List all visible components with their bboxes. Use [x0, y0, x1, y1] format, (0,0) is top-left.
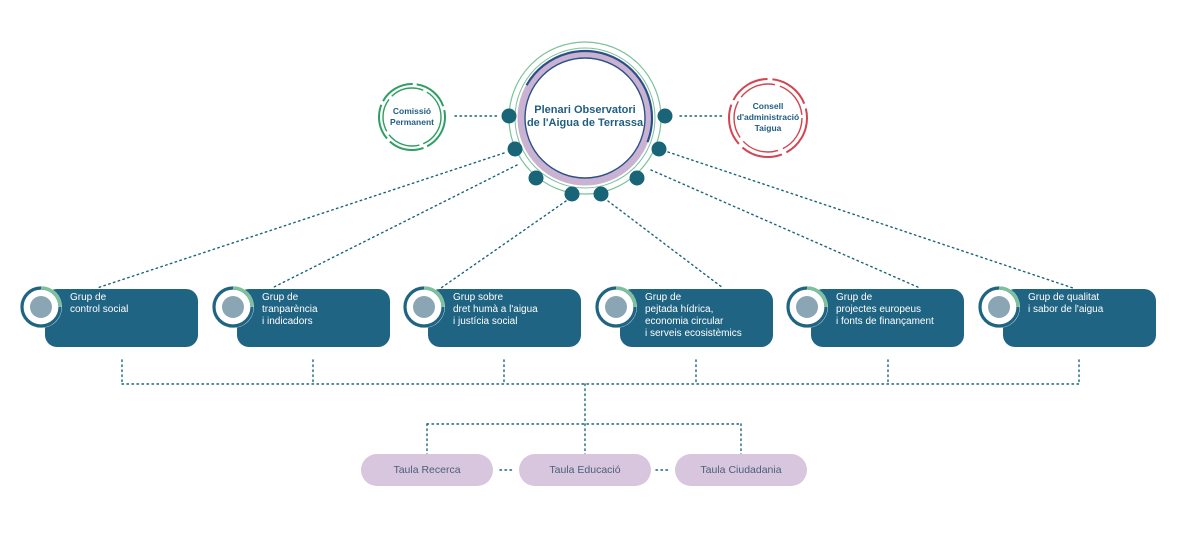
connector-group-6 [667, 151, 1074, 289]
left-node-line2: Permanent [390, 117, 434, 127]
right-node-line1: Consell [752, 101, 784, 111]
table-pill-label: Taula Recerca [393, 464, 461, 476]
group-card-line: tranparència [262, 304, 318, 315]
group-card-line: i indicadors [262, 316, 313, 327]
group-badge-icon [978, 286, 1020, 328]
right-node-rings [728, 78, 808, 158]
group-card-line: Grup de [645, 292, 682, 303]
group-badge-icon [20, 286, 62, 328]
center-node [501, 41, 673, 202]
connector-group-4 [607, 200, 724, 289]
left-node-line1: Comissió [392, 106, 432, 116]
right-node-label: Consell d'administració Taigua [722, 101, 814, 134]
left-node-label: Comissió Permanent [372, 106, 452, 128]
bottom-bracket [121, 359, 1080, 471]
center-title-line2: de l'Aigua de Terrassa [526, 117, 644, 129]
ring-dot [564, 186, 580, 202]
connector-group-2 [271, 164, 518, 289]
ring-dot [528, 170, 544, 186]
group-card-line: pejtada hídrica, [645, 304, 714, 315]
group-card-line: dret humà a l'aigua [453, 304, 538, 315]
table-pill-educacio[interactable]: Taula Educació [519, 454, 651, 486]
group-card-line: Grup sobre [453, 292, 504, 303]
group-card-line: Grup de qualitat [1028, 292, 1100, 303]
center-node-title: Plenari Observatori de l'Aigua de Terras… [520, 104, 650, 130]
ring-dot [657, 108, 673, 124]
group-connectors [96, 115, 1074, 289]
table-pill-recerca[interactable]: Taula Recerca [361, 454, 493, 486]
purple-ring [517, 50, 653, 186]
group-card-line: i serveis ecosistèmics [645, 328, 742, 339]
group-card-line: i fonts de finançament [836, 316, 934, 327]
ring-dot [651, 141, 667, 157]
ring-dots [501, 108, 673, 202]
navy-inner-ring [524, 57, 646, 179]
group-card-line: i justícia social [453, 316, 518, 327]
group-card-line: Grup de [70, 292, 107, 303]
group-badge-icon [595, 286, 637, 328]
navy-arc [516, 49, 654, 187]
group-badge-icon [786, 286, 828, 328]
ring-dot [593, 186, 609, 202]
ring-dot [501, 108, 517, 124]
group-card-line: economia circular [645, 316, 724, 327]
group-card-line: i sabor de l'aigua [1028, 304, 1104, 315]
table-pill-label: Taula Ciudadania [700, 464, 782, 476]
group-card-line: projectes europeus [836, 304, 922, 315]
right-node-line3: Taigua [754, 123, 782, 133]
table-pill-label: Taula Educació [549, 464, 621, 476]
group-badge-icon [212, 286, 254, 328]
connector-group-5 [650, 169, 921, 289]
group-card-line: Grup de [836, 292, 873, 303]
group-card-line: Grup de [262, 292, 299, 303]
table-pill-ciudadania[interactable]: Taula Ciudadania [675, 454, 807, 486]
left-node-rings [378, 83, 446, 151]
group-badge-icon [403, 286, 445, 328]
connector-group-3 [440, 200, 567, 289]
ring-dot [507, 141, 523, 157]
ring-dot [629, 170, 645, 186]
right-node-line2: d'administració [736, 112, 800, 122]
center-title-line1: Plenari Observatori [534, 104, 636, 116]
connector-group-1 [96, 152, 505, 289]
group-card-line: control social [70, 304, 129, 315]
